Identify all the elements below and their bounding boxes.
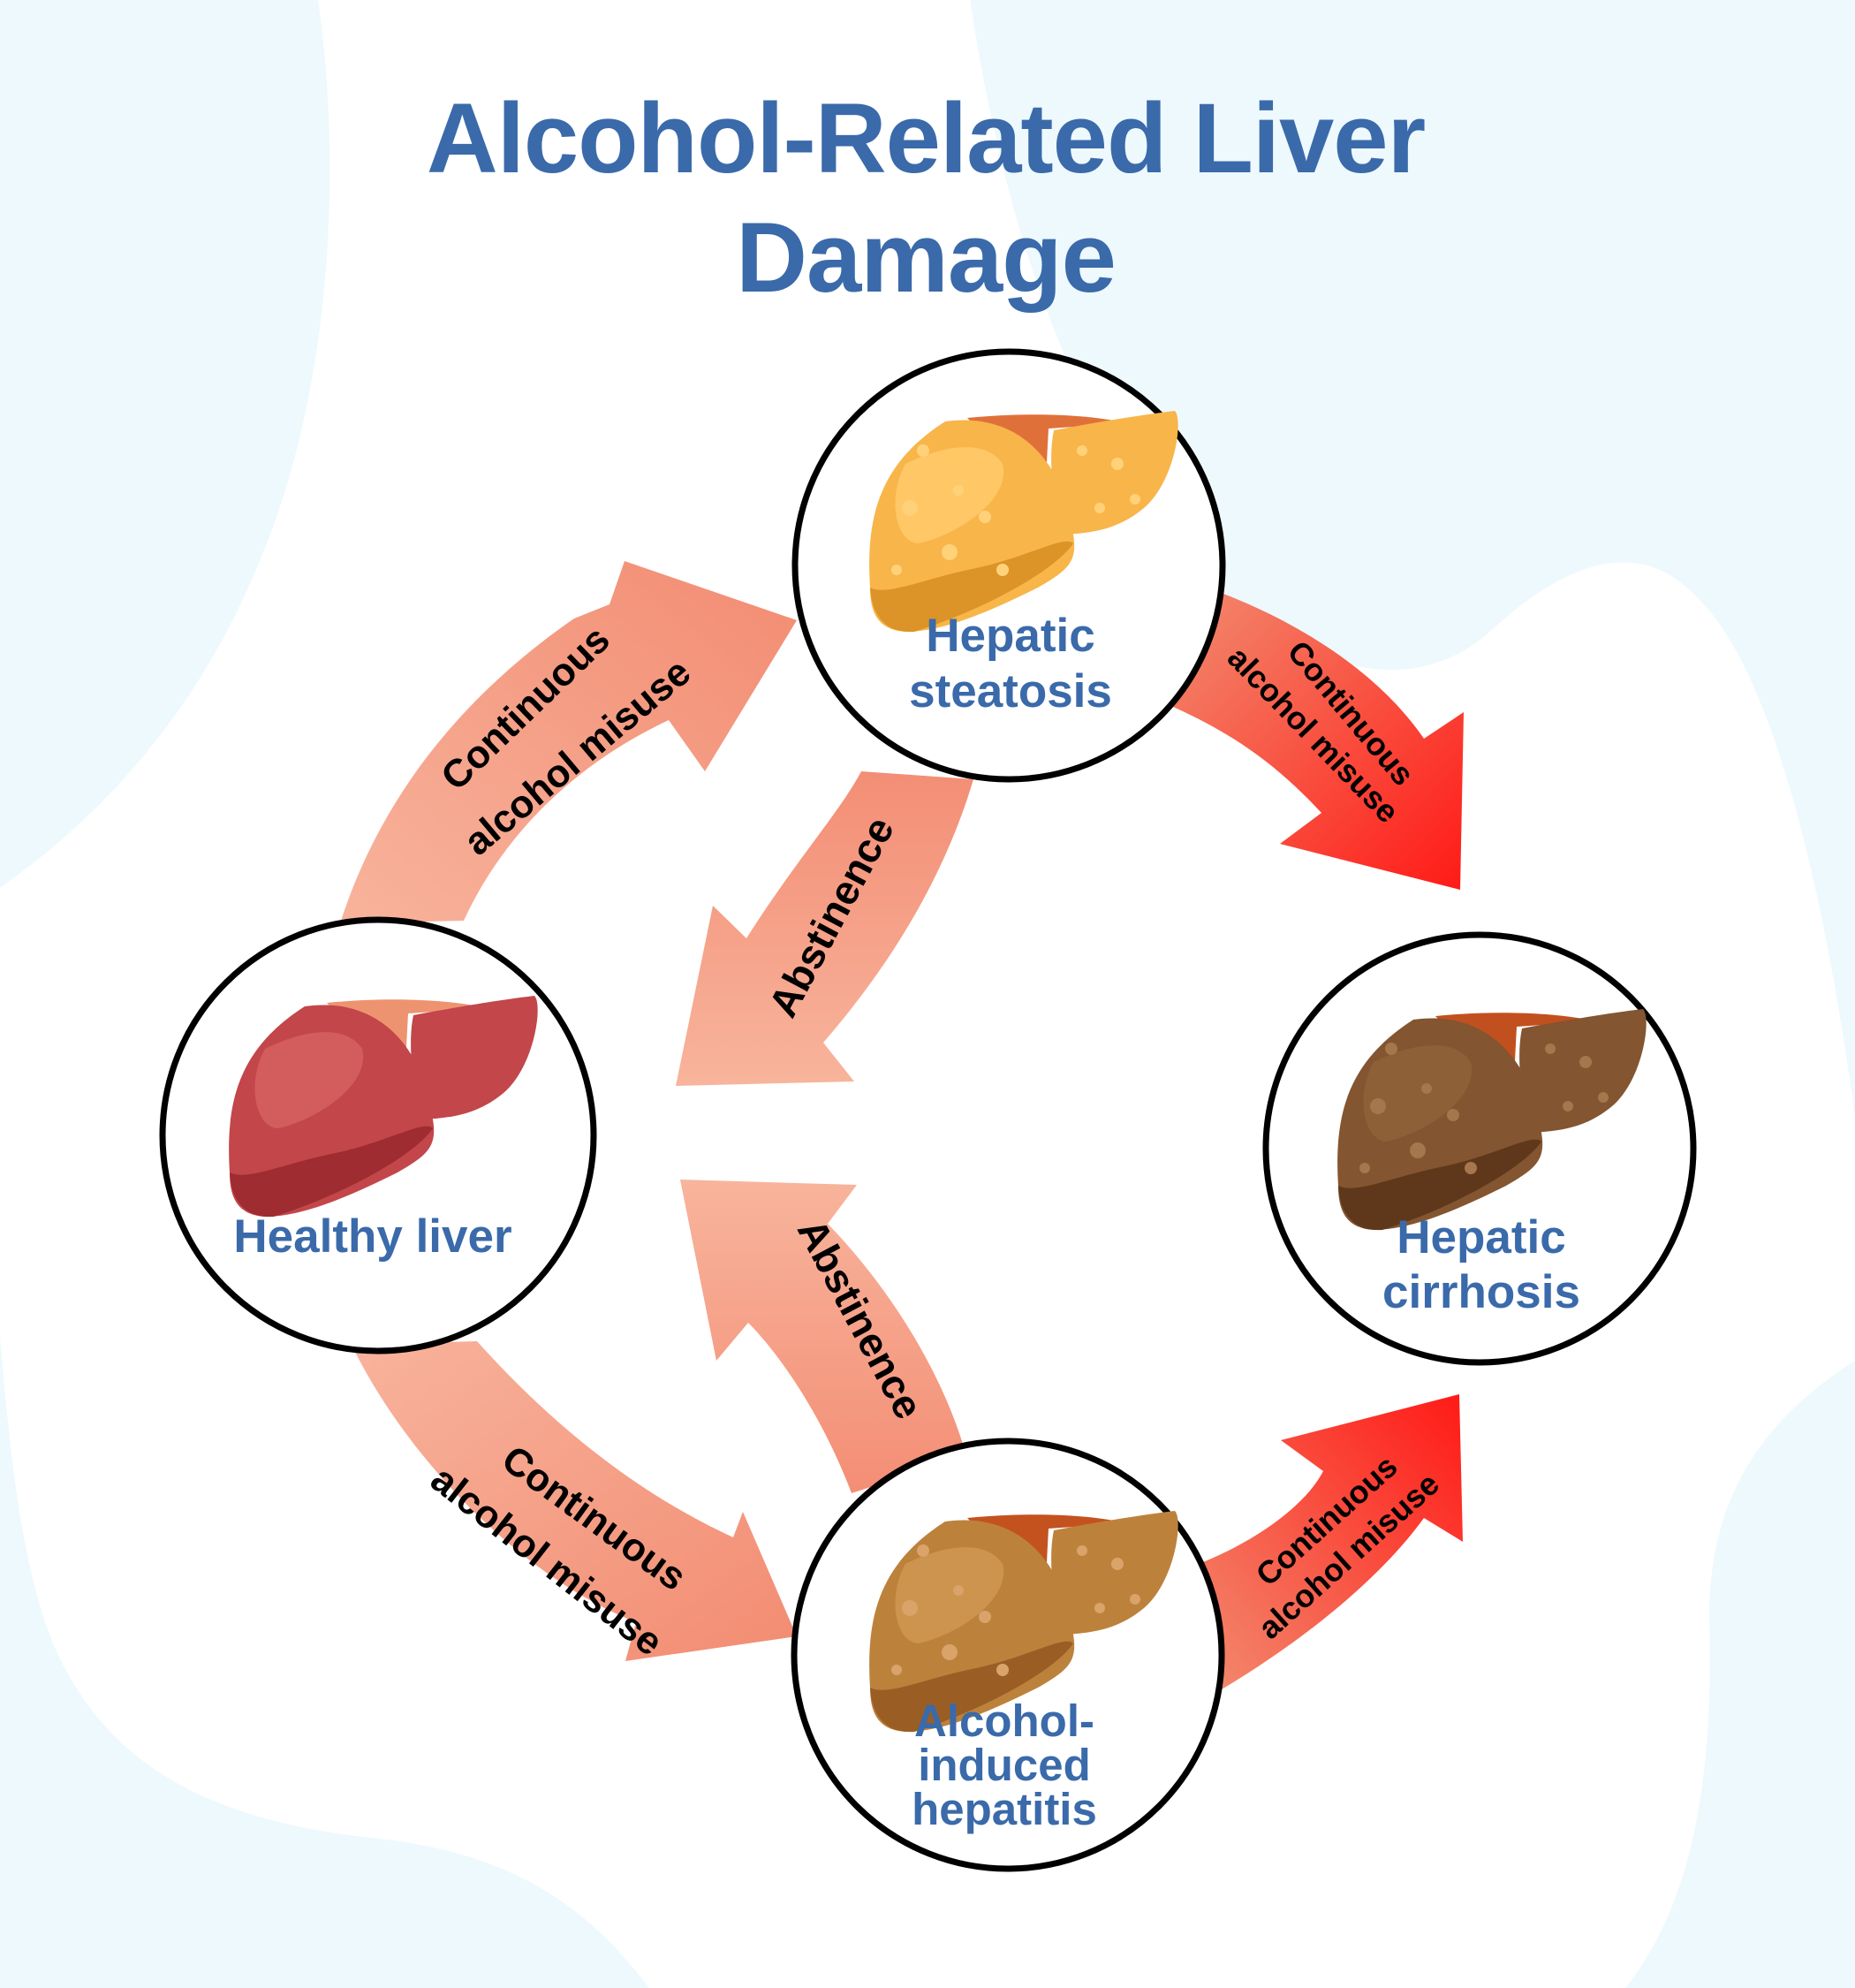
arrow-shape: [680, 1180, 966, 1493]
stage-label-line-2: induced: [918, 1740, 1091, 1790]
arrow-shape: [1203, 1394, 1463, 1689]
arrow-steatosis-to-healthy: Abstinence: [676, 771, 973, 1086]
arrow-shape: [1173, 594, 1464, 890]
background-blob-top-right: [970, 0, 1855, 1118]
background-blob-top-left: [0, 0, 330, 888]
liver-highlight: [254, 1032, 364, 1128]
stage-healthy-liver: Healthy liver: [159, 916, 597, 1354]
stage-alcohol-induced-hepatitis: Alcohol- induced hepatitis: [791, 1438, 1225, 1872]
arrow-healthy-to-hepatitis: Continuous alcohol misuse: [352, 1341, 797, 1665]
liver-highlight: [895, 1547, 1004, 1643]
liver-left-lobe: [411, 996, 538, 1119]
arrow-hepatitis-to-healthy: Abstinence: [680, 1180, 966, 1493]
stage-label-line-1: Hepatic: [1397, 1211, 1565, 1263]
liver-highlight: [1363, 1045, 1473, 1142]
liver-illustration-hepatitis: [869, 1511, 1178, 1733]
arrow-shape: [352, 1341, 797, 1661]
stage-label-line-2: cirrhosis: [1382, 1266, 1580, 1318]
background-blob-right: [1625, 1361, 1855, 1988]
stage-label-line-1: Alcohol-: [914, 1696, 1094, 1746]
liver-spots: [891, 1544, 1140, 1676]
stage-hepatic-cirrhosis: Hepatic cirrhosis: [1262, 931, 1697, 1366]
stage-label-line-1: Hepatic: [926, 610, 1094, 662]
liver-shadow: [870, 541, 1073, 633]
liver-illustration-cirrhosis: [1337, 1009, 1647, 1231]
background-blob-bottom-left: [0, 1339, 649, 1988]
liver-shadow: [870, 1641, 1073, 1733]
liver-illustration-healthy: [229, 996, 538, 1218]
arrow-hepatitis-to-cirrhosis: Continuous alcohol misuse: [1203, 1394, 1463, 1689]
liver-shadow: [1338, 1139, 1541, 1231]
stage-label-line-3: hepatitis: [912, 1784, 1097, 1834]
liver-left-lobe: [1051, 1511, 1178, 1635]
arrow-shape: [340, 561, 797, 923]
arrow-healthy-to-steatosis: Continuous alcohol misuse: [340, 561, 797, 923]
stage-hepatic-steatosis: Hepatic steatosis: [791, 348, 1226, 783]
liver-left-lobe: [1051, 411, 1178, 535]
page-title-line-1: Alcohol-Related Liver: [427, 83, 1425, 193]
stage-label-line-2: steatosis: [909, 665, 1112, 717]
arrow-shape: [676, 771, 973, 1086]
liver-illustration-steatosis: [869, 411, 1178, 633]
liver-spots: [1359, 1043, 1609, 1174]
liver-spots: [891, 444, 1140, 576]
liver-left-lobe: [1519, 1009, 1647, 1133]
stage-label-line-1: Healthy liver: [233, 1210, 511, 1263]
stage-nodes: Healthy liver Hepatic steatosis: [159, 348, 1697, 1872]
liver-shadow: [230, 1126, 433, 1218]
liver-highlight: [895, 447, 1004, 543]
page-title-line-2: Damage: [736, 202, 1116, 313]
